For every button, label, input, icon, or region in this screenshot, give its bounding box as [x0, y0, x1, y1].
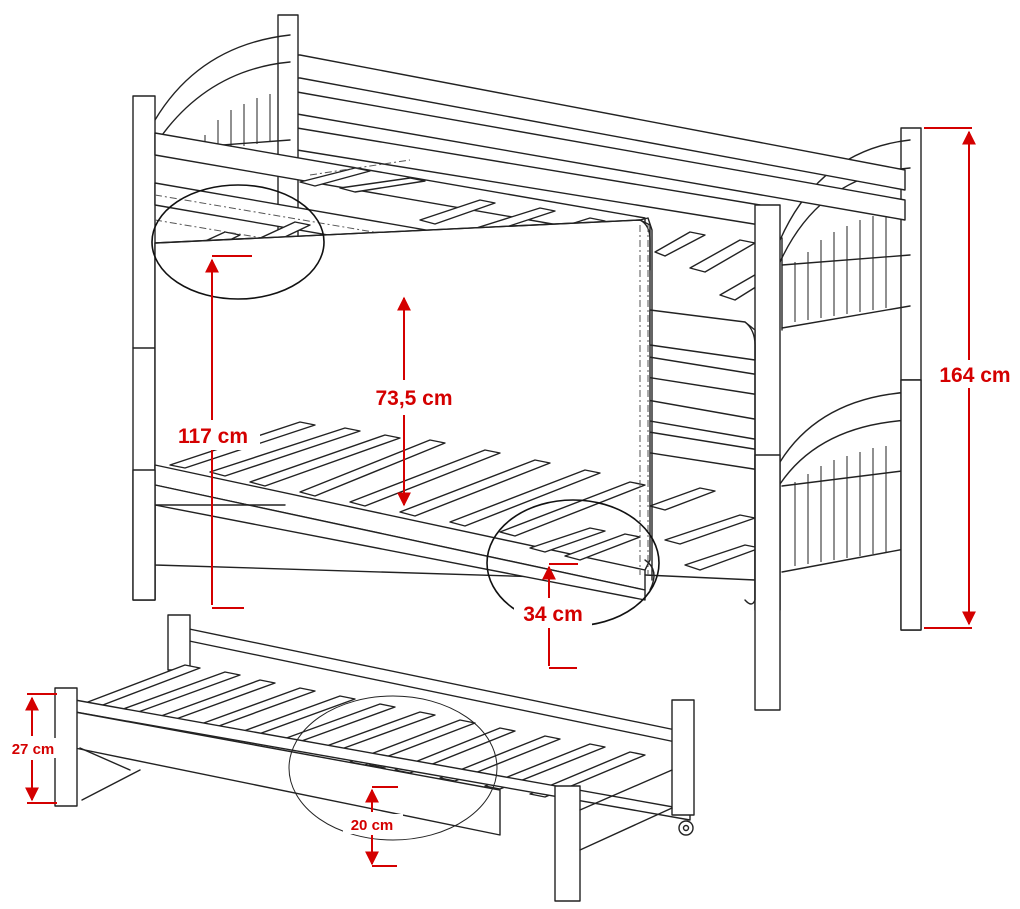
dimension-34: 34 cm	[514, 563, 592, 669]
dimension-117: 117 cm	[168, 255, 260, 609]
right-lower-spindles	[794, 446, 887, 566]
trundle-slats	[79, 664, 646, 798]
lower-bunk	[132, 379, 922, 711]
trundle-height-label: 27 cm	[12, 741, 55, 758]
ladder-panel	[639, 217, 756, 605]
total-height-label: 164 cm	[939, 364, 1010, 387]
dimension-20: 20 cm	[343, 786, 403, 867]
trundle-bed	[54, 614, 695, 902]
trundle-bed-height-label: 20 cm	[351, 817, 394, 834]
dimension-73-5: 73,5 cm	[362, 296, 466, 507]
dimension-164: 164 cm	[924, 127, 1015, 629]
lower-bed-height-label: 34 cm	[523, 603, 583, 626]
upper-bed-height-label: 117 cm	[178, 425, 248, 448]
upper-slat-detail-circle	[151, 184, 325, 300]
dimension-27: 27 cm	[4, 693, 64, 804]
caster-wheel-icon	[678, 820, 694, 836]
bed-spacing-label: 73,5 cm	[375, 387, 452, 410]
right-upper-spindles	[794, 213, 887, 322]
trundle-slat-detail-circle	[288, 695, 498, 841]
